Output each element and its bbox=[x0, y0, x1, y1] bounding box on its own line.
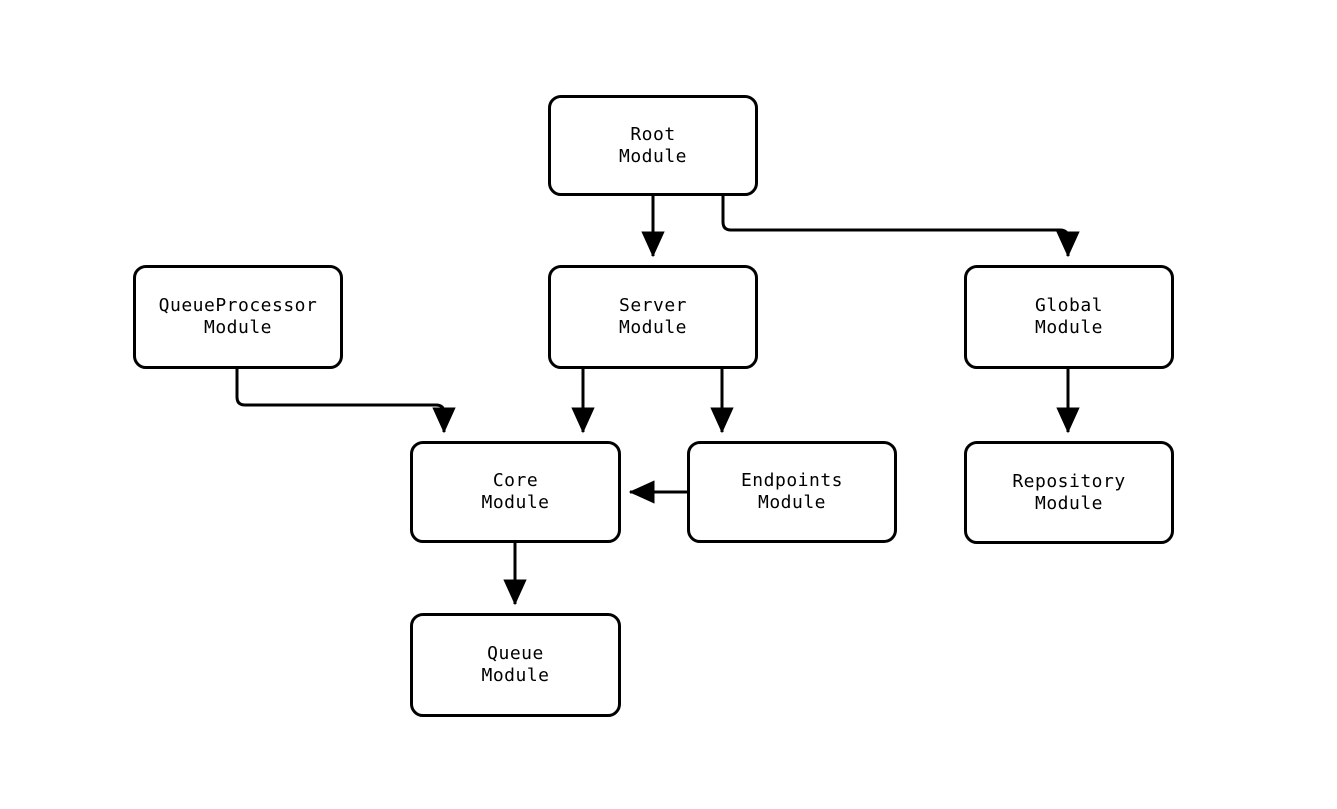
node-global-module-suffix: Module bbox=[1034, 317, 1104, 338]
node-repository-module-suffix: Module bbox=[1034, 492, 1104, 514]
node-queue-module-name: Queue bbox=[487, 643, 544, 664]
node-global-module[interactable]: Global Module bbox=[964, 265, 1174, 369]
node-root-module-suffix: Module bbox=[618, 145, 688, 167]
edge-root-global bbox=[721, 196, 1080, 258]
node-server-module-name: Server bbox=[618, 295, 688, 316]
node-endpoints-module-suffix: Module bbox=[757, 492, 827, 513]
node-repository-module[interactable]: Repository Module bbox=[964, 441, 1174, 544]
node-queue-module[interactable]: Queue Module bbox=[410, 613, 621, 717]
node-server-module[interactable]: Server Module bbox=[548, 265, 758, 369]
node-endpoints-module-name: Endpoints bbox=[740, 470, 844, 491]
node-global-module-name: Global bbox=[1034, 295, 1104, 316]
node-queueprocessor-module-suffix: Module bbox=[203, 317, 273, 338]
node-core-module-name: Core bbox=[492, 470, 539, 491]
node-root-module-name: Root bbox=[630, 123, 676, 145]
node-server-module-suffix: Module bbox=[618, 317, 688, 338]
node-repository-module-name: Repository bbox=[1012, 470, 1126, 492]
edge-queueprocessor-core bbox=[235, 369, 456, 434]
node-core-module[interactable]: Core Module bbox=[410, 441, 621, 543]
node-endpoints-module[interactable]: Endpoints Module bbox=[687, 441, 897, 543]
node-core-module-suffix: Module bbox=[481, 492, 550, 513]
node-queue-module-suffix: Module bbox=[481, 665, 550, 686]
node-queueprocessor-module-name: QueueProcessor bbox=[158, 295, 318, 316]
node-root-module[interactable]: Root Module bbox=[548, 95, 758, 196]
node-queueprocessor-module[interactable]: QueueProcessor Module bbox=[133, 265, 343, 369]
